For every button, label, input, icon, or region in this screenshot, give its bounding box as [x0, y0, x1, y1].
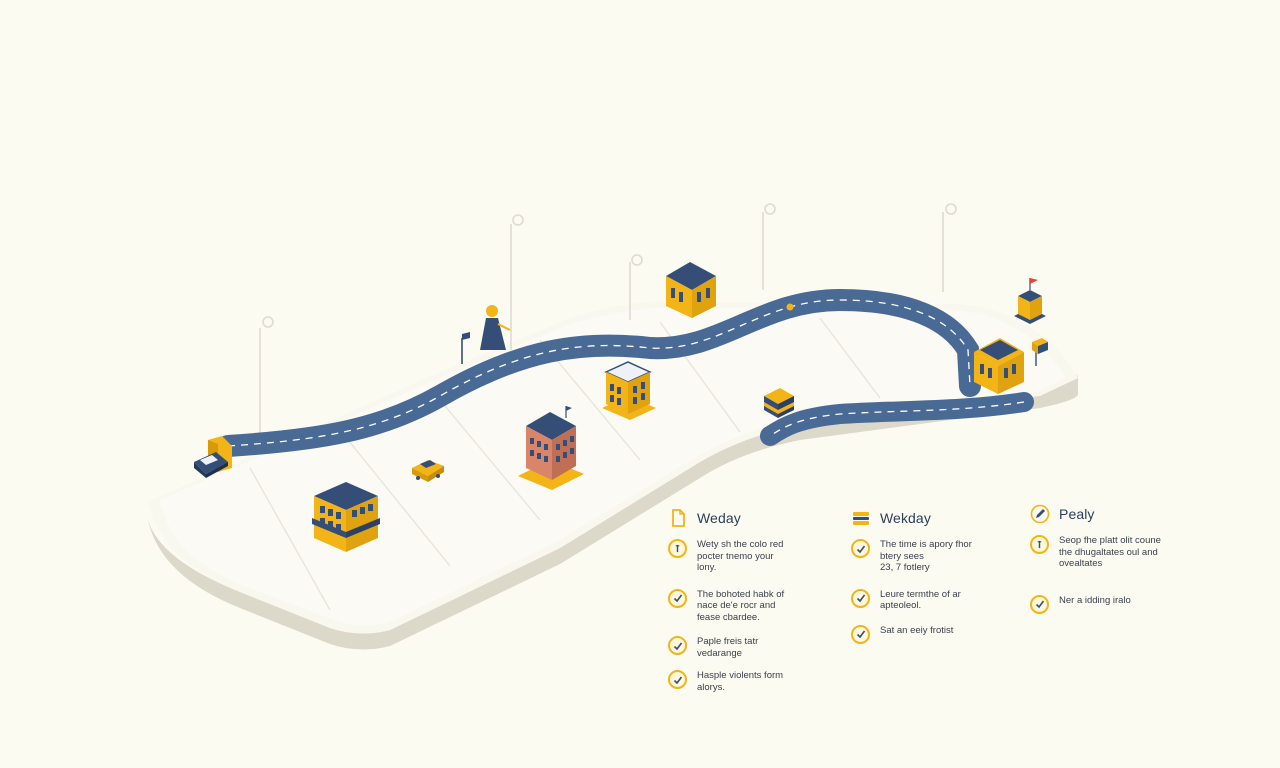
mailbox-icon: [1032, 338, 1048, 366]
office-building-icon: [602, 361, 656, 420]
info-icon: [668, 539, 687, 558]
platform-sheen: [160, 307, 1066, 626]
column-header: Weday: [668, 506, 843, 530]
list-item: Leure termthe of ar apteoleol.: [851, 588, 1026, 612]
list-item: The time is apory fhor btery sees 23, 7 …: [851, 538, 1026, 574]
flag-tower-icon: [1014, 278, 1046, 324]
stacked-box-icon: [764, 388, 794, 418]
list-item-text: Sat an eeiy frotist: [880, 624, 954, 636]
list-item-text: Hasple violents form alorys.: [697, 670, 784, 693]
list-item-text: Leure termthe of ar apteoleol.: [880, 588, 961, 612]
list-item-text: Seop fhe platt olit coune the dhugaltate…: [1059, 535, 1161, 569]
list-item: The bohoted habk of nace de'e rocr and f…: [668, 588, 843, 624]
list-item-text: The bohoted habk of nace de'e rocr and f…: [697, 588, 785, 623]
list-item: Ner a idding iralo: [1030, 594, 1205, 614]
shop-building-icon: [312, 482, 380, 552]
check-icon: [851, 624, 870, 644]
lamp-posts: [259, 203, 957, 440]
list-item: Paple freis tatr vedarange: [668, 635, 843, 659]
road-return-dashes: [769, 401, 1025, 437]
check-icon: [668, 636, 687, 655]
column-header: Wekday: [851, 506, 1026, 530]
signpost-icon: [461, 332, 470, 364]
tower-building-icon: [666, 262, 716, 318]
info-icon: [1030, 535, 1049, 554]
brick-building-icon: [518, 406, 584, 490]
road-main-dashes: [227, 299, 971, 447]
stack-icon: [853, 512, 869, 525]
check-icon: [1030, 594, 1049, 614]
list-item: Wety sh the colo red pocter tnemo your l…: [668, 538, 843, 574]
column-wekday: Wekday The time is apory fhor btery sees…: [851, 506, 1026, 654]
list-item-text: The time is apory fhor btery sees 23, 7 …: [880, 539, 972, 573]
column-title: Wekday: [880, 510, 931, 526]
list-item: Hasple violents form alorys.: [668, 669, 843, 693]
document-icon: [672, 509, 685, 527]
location-pin-icon: [786, 303, 794, 311]
platform-top: [148, 300, 1078, 634]
check-icon: [668, 588, 687, 608]
column-title: Weday: [697, 510, 741, 526]
list-item-text: Paple freis tatr vedarange: [697, 636, 759, 659]
column-title: Pealy: [1059, 506, 1095, 522]
check-icon: [851, 539, 870, 558]
check-icon: [851, 588, 870, 608]
destination-building-icon: [974, 338, 1024, 394]
pencil-icon: [1030, 504, 1050, 524]
taxi-icon: [412, 460, 444, 482]
check-icon: [668, 670, 687, 689]
list-item: Sat an eeiy frotist: [851, 624, 1026, 644]
list-item: Seop fhe platt olit coune the dhugaltate…: [1030, 534, 1205, 570]
milestone-figure-icon: [480, 305, 511, 350]
list-item-text: Ner a idding iralo: [1059, 594, 1131, 606]
list-item-text: Wety sh the colo red pocter tnemo your l…: [697, 539, 784, 573]
column-pealy: Pealy Seop fhe platt olit coune the dhug…: [1030, 502, 1205, 624]
column-header: Pealy: [1030, 502, 1205, 526]
column-weday: Weday Wety sh the colo red pocter tnemo …: [668, 506, 843, 703]
car-icon: [194, 452, 228, 478]
